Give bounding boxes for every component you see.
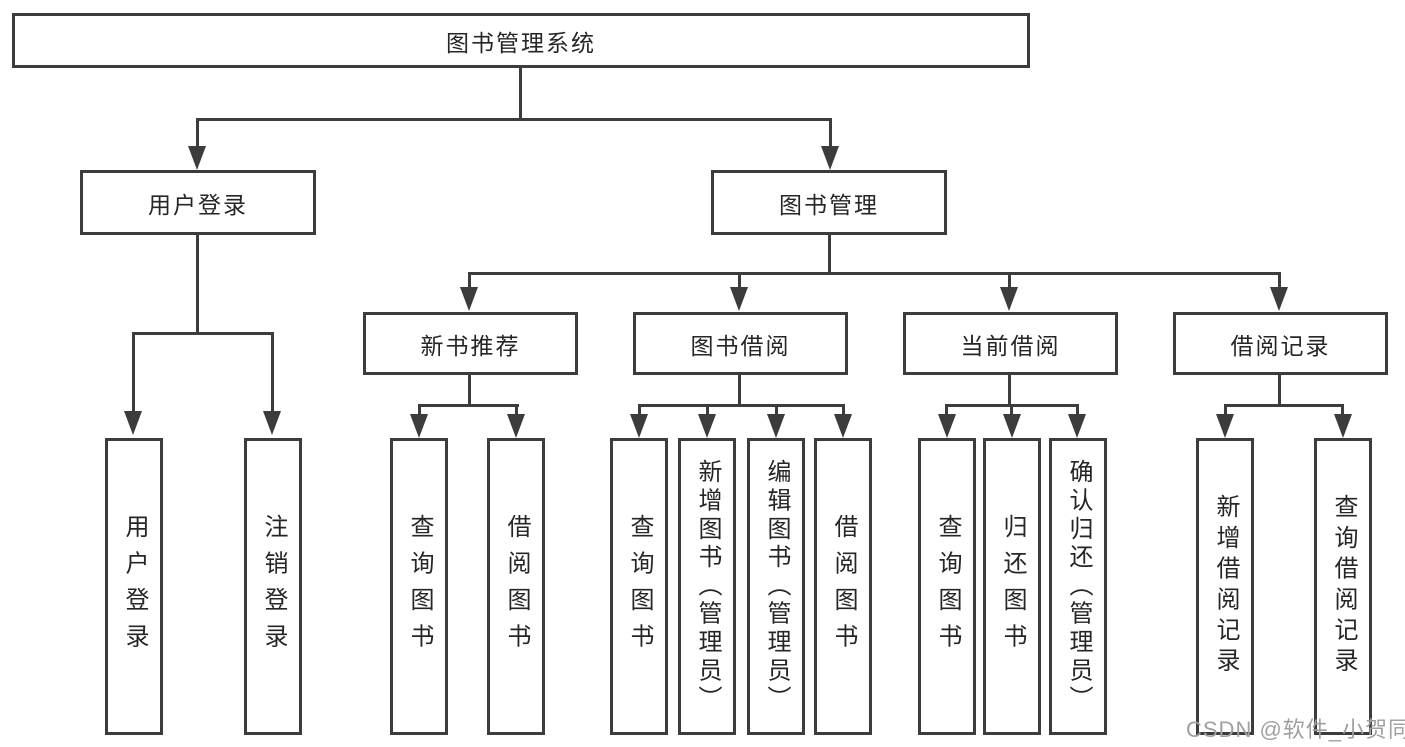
arrowhead-book-management bbox=[821, 146, 839, 170]
leaf-borrow-books: 借阅图书 bbox=[814, 438, 872, 735]
arrowhead-borrow-record bbox=[1270, 287, 1288, 311]
connector-stem-current-borrow bbox=[1008, 272, 1011, 290]
connector-groupC-stem bbox=[1008, 375, 1011, 407]
connector-stem-book-borrow bbox=[738, 272, 741, 290]
arrowhead-groupC-1 bbox=[938, 414, 956, 438]
node-new-book-recommend-label: 新书推荐 bbox=[420, 332, 521, 359]
leaf-query-books-recommend: 查询图书 bbox=[390, 438, 448, 735]
node-user-login: 用户登录 bbox=[80, 170, 316, 235]
leaf-confirm-return-admin-label: 确认归还（管理员） bbox=[1065, 459, 1092, 714]
arrowhead-groupB-1 bbox=[630, 414, 648, 438]
leaf-logout: 注销登录 bbox=[244, 438, 302, 735]
connector-groupD-stem bbox=[1278, 375, 1281, 407]
leaf-query-books-current-label: 查询图书 bbox=[934, 513, 961, 660]
leaf-add-borrow-record: 新增借阅记录 bbox=[1196, 438, 1254, 735]
leaf-return-books-label: 归还图书 bbox=[999, 513, 1026, 660]
arrowhead-groupB-2 bbox=[698, 414, 716, 438]
connector-groupA-stem bbox=[468, 375, 471, 407]
connector-groupC-drop3 bbox=[1076, 404, 1079, 418]
arrowhead-book-borrow bbox=[730, 287, 748, 311]
arrowhead-groupB-4 bbox=[834, 414, 852, 438]
leaf-query-borrow-record-label: 查询借阅记录 bbox=[1330, 494, 1357, 679]
node-book-borrow-label: 图书借阅 bbox=[690, 332, 791, 359]
watermark: CSDN @软件_小贺同学 bbox=[1186, 717, 1405, 742]
connector-stem-login-leaf bbox=[132, 332, 135, 413]
leaf-borrow-books-recommend-label: 借阅图书 bbox=[503, 513, 530, 660]
leaf-add-borrow-record-label: 新增借阅记录 bbox=[1212, 494, 1239, 679]
connector-stem-user-login bbox=[196, 118, 199, 148]
connector-groupA-rail bbox=[418, 404, 519, 407]
connector-groupB-rail bbox=[638, 404, 845, 407]
connector-groupC-drop2 bbox=[1010, 404, 1013, 418]
leaf-query-borrow-record: 查询借阅记录 bbox=[1314, 438, 1372, 735]
connector-stem-new-book bbox=[468, 272, 471, 290]
leaf-user-login: 用户登录 bbox=[105, 438, 163, 735]
leaf-borrow-books-label: 借阅图书 bbox=[830, 513, 857, 660]
arrowhead-groupA-1 bbox=[410, 414, 428, 438]
connector-groupA-drop2 bbox=[515, 404, 518, 418]
node-book-management: 图书管理 bbox=[711, 170, 947, 235]
node-root: 图书管理系统 bbox=[12, 13, 1030, 68]
arrowhead-current-borrow bbox=[1000, 287, 1018, 311]
arrowhead-user-login bbox=[188, 146, 206, 170]
leaf-return-books: 归还图书 bbox=[983, 438, 1041, 735]
connector-level2-rail bbox=[196, 118, 832, 121]
node-user-login-label: 用户登录 bbox=[148, 191, 248, 218]
connector-stem-book-management bbox=[829, 118, 832, 148]
leaf-user-login-label: 用户登录 bbox=[121, 513, 148, 660]
connector-groupB-stem bbox=[738, 375, 741, 407]
arrowhead-new-book bbox=[460, 287, 478, 311]
arrowhead-groupD-1 bbox=[1216, 414, 1234, 438]
leaf-query-books-current: 查询图书 bbox=[918, 438, 976, 735]
arrowhead-groupD-2 bbox=[1334, 414, 1352, 438]
leaf-query-books-borrow: 查询图书 bbox=[610, 438, 668, 735]
node-book-management-label: 图书管理 bbox=[779, 191, 879, 218]
arrowhead-groupC-3 bbox=[1068, 414, 1086, 438]
node-new-book-recommend: 新书推荐 bbox=[363, 312, 578, 375]
connector-groupB-drop3 bbox=[775, 404, 778, 418]
connector-groupD-drop2 bbox=[1341, 404, 1344, 418]
connector-groupB-drop4 bbox=[842, 404, 845, 418]
leaf-add-books-admin: 新增图书（管理员） bbox=[678, 438, 736, 735]
node-current-borrow: 当前借阅 bbox=[903, 312, 1118, 375]
leaf-query-books-recommend-label: 查询图书 bbox=[406, 513, 433, 660]
connector-user-login-stem bbox=[196, 235, 199, 335]
connector-groupB-drop2 bbox=[706, 404, 709, 418]
connector-stem-borrow-record bbox=[1278, 272, 1281, 290]
leaf-edit-books-admin-label: 编辑图书（管理员） bbox=[763, 459, 790, 714]
leaf-add-books-admin-label: 新增图书（管理员） bbox=[694, 459, 721, 714]
connector-groupC-drop1 bbox=[945, 404, 948, 418]
leaf-query-books-borrow-label: 查询图书 bbox=[626, 513, 653, 660]
node-book-borrow: 图书借阅 bbox=[633, 312, 848, 375]
connector-stem-logout-leaf bbox=[271, 332, 274, 413]
arrowhead-groupB-3 bbox=[767, 414, 785, 438]
connector-user-login-rail bbox=[132, 332, 274, 335]
leaf-logout-label: 注销登录 bbox=[260, 513, 287, 660]
arrowhead-logout-leaf bbox=[263, 411, 281, 435]
leaf-edit-books-admin: 编辑图书（管理员） bbox=[747, 438, 805, 735]
connector-root-stem bbox=[519, 68, 522, 119]
node-current-borrow-label: 当前借阅 bbox=[960, 332, 1061, 359]
connector-book-management-stem bbox=[828, 235, 831, 275]
node-borrow-record-label: 借阅记录 bbox=[1230, 332, 1331, 359]
arrowhead-groupC-2 bbox=[1003, 414, 1021, 438]
connector-groupB-drop1 bbox=[638, 404, 641, 418]
arrowhead-login-leaf bbox=[124, 411, 142, 435]
connector-groupD-rail bbox=[1224, 404, 1344, 407]
node-root-label: 图书管理系统 bbox=[446, 29, 596, 56]
arrowhead-groupA-2 bbox=[507, 414, 525, 438]
connector-groupA-drop1 bbox=[418, 404, 421, 418]
node-borrow-record: 借阅记录 bbox=[1173, 312, 1388, 375]
connector-groupD-drop1 bbox=[1224, 404, 1227, 418]
leaf-borrow-books-recommend: 借阅图书 bbox=[487, 438, 545, 735]
connector-level3-rail bbox=[468, 272, 1281, 275]
leaf-confirm-return-admin: 确认归还（管理员） bbox=[1049, 438, 1107, 735]
